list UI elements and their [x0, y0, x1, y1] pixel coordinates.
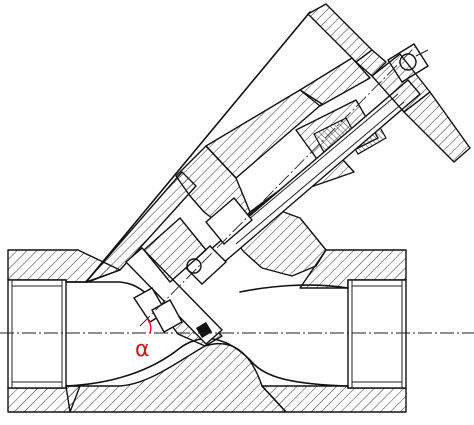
- yoke: [299, 57, 371, 107]
- valve-body: [7, 249, 407, 413]
- disc-nut-2: [151, 299, 183, 333]
- handwheel-rim-lower: [403, 91, 471, 163]
- neck-outer-wall: [85, 11, 311, 283]
- angle-arc: [147, 319, 152, 334]
- disc-body: [143, 217, 207, 283]
- valve-disc: [124, 217, 224, 345]
- lower-body-wall: [65, 342, 287, 413]
- handwheel: [307, 3, 471, 163]
- handwheel-rim-upper: [307, 3, 373, 63]
- right-end-wall-bottom: [261, 385, 407, 413]
- handwheel-spoke: [355, 49, 387, 77]
- seat-edge: [196, 322, 212, 338]
- stem-assembly: [184, 43, 429, 285]
- left-threaded-bore: [7, 279, 67, 389]
- stem-collar: [205, 197, 253, 245]
- right-threaded-bore: [347, 279, 407, 389]
- angle-label: α: [135, 337, 150, 362]
